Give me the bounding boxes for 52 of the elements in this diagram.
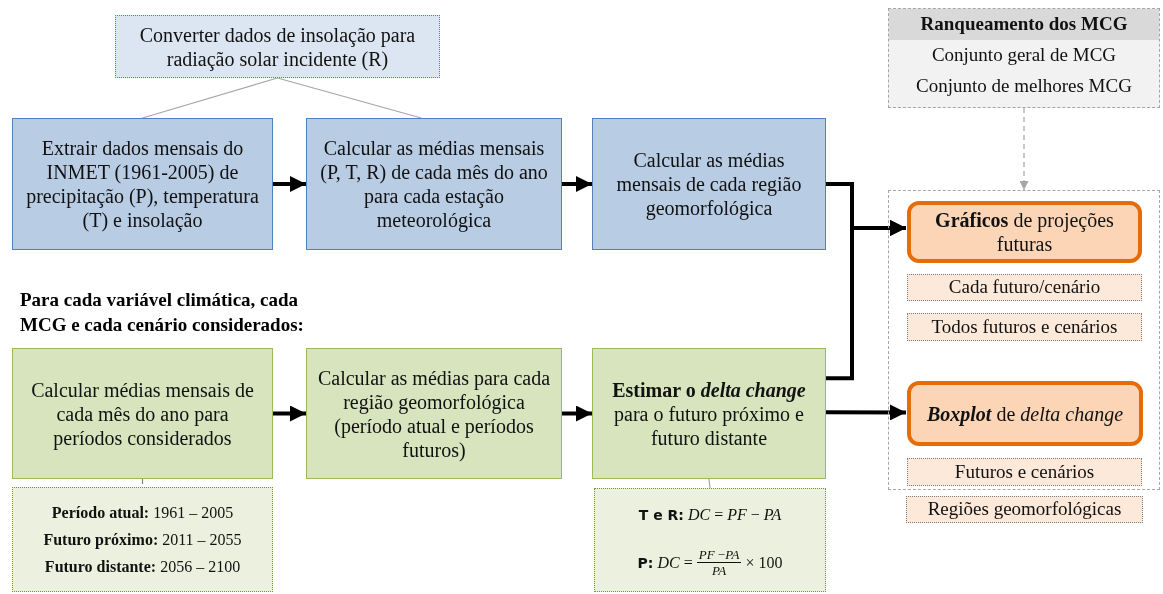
arrow [826,404,906,421]
node-text: Boxplot de delta change [925,401,1125,426]
section-heading: Para cada variável climática, cada MCG e cada cenário considerados: [20,288,305,337]
output-box [907,201,1142,263]
output-box [907,381,1143,446]
formula: × 100 [745,553,783,573]
group-frame [888,190,1160,490]
process-box [592,348,826,479]
process-box [12,348,273,479]
numerator: PF −PA [696,546,742,564]
arrow [273,405,306,422]
arrow [1019,107,1029,191]
arrow [562,405,592,422]
process-box [592,118,826,250]
output-item-box [907,313,1142,341]
node-text: Cada futuro/cenário [947,276,1102,299]
node-text: Futuros e cenários [953,460,1096,484]
connector-line [141,77,279,119]
output-item-box [907,458,1142,486]
node-text: Calcular as médias mensais de cada região geomorfológica [615,148,803,220]
node-text: Período atual: 1961 – 2005 [51,502,234,523]
denominator: PA [710,563,728,579]
node-text: Todos futuros e cenários [930,315,1119,339]
process-box [115,15,440,78]
connector-line [708,478,711,489]
node-text: Gráficos de projeções futuras [934,208,1115,256]
formula: T e R: DC = PF − PA [638,505,782,526]
node-text: Futuro distante: 2056 – 2100 [44,557,241,578]
connector-line [276,77,422,119]
node-text: Conjunto geral de MCG [930,42,1118,67]
node-text: Futuro próximo: 2011 – 2055 [43,529,242,551]
panel-heading: Ranqueamento dos MCG [889,9,1159,40]
node-text: Calcular médias mensais de cada mês do ano para períodos considerados [30,377,255,450]
output-item-box [907,274,1142,301]
node-text: Extrair dados mensais do INMET (1961-2005) de precipitação (P), temperatura (T) e insolação [25,136,260,232]
process-box [12,118,273,250]
ranking-panel [888,8,1160,108]
node-text: Converter dados de insolação para radiação solar incidente (R) [138,22,417,71]
note-box [12,487,273,592]
output-item-box [906,496,1143,523]
arrow [826,219,906,381]
node-text: Regiões geomorfológicas [926,498,1123,521]
formula-box [594,488,826,592]
node-text: Conjunto de melhores MCG [915,73,1133,98]
formula: P: DC = [637,553,693,573]
arrow [562,176,592,192]
process-box [306,118,562,250]
process-box [306,348,562,479]
node-text: Calcular as médias mensais (P, T, R) de cada mês do ano para cada estação meteorológica [319,136,549,232]
node-text: Calcular as médias para cada região geomorfológica (período atual e períodos futuros) [316,365,552,462]
node-text: Estimar o delta change para o futuro próximo e futuro distante [611,377,807,450]
arrow [273,176,306,192]
